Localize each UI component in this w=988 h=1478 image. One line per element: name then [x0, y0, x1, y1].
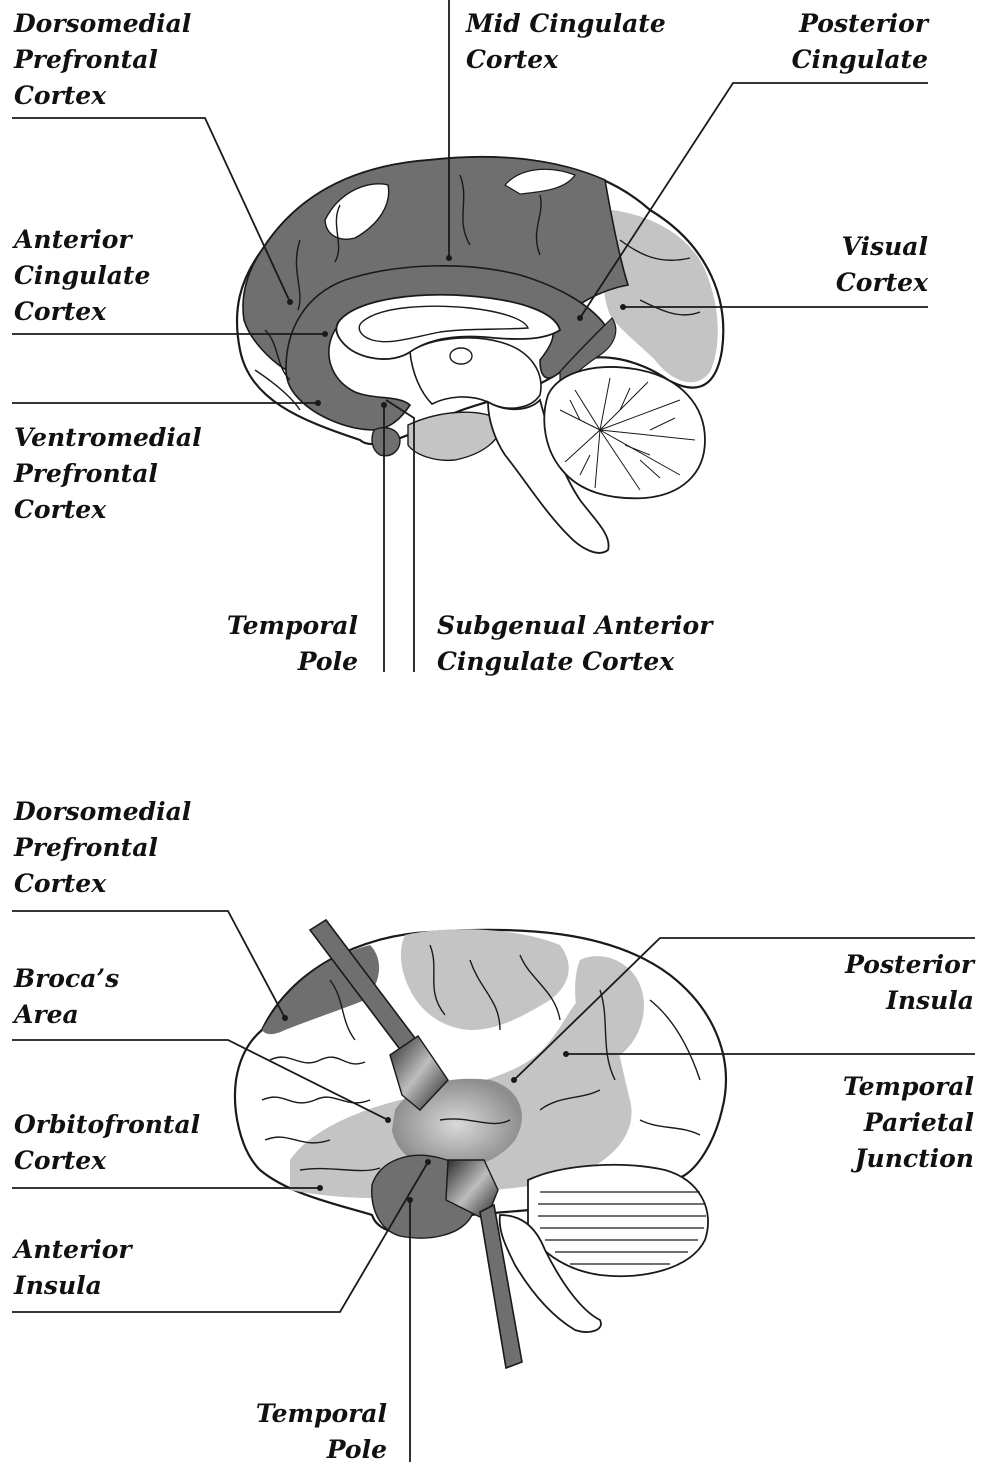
label-dorsomedial-prefrontal-cortex-bottom: Dorsomedial Prefrontal Cortex	[14, 794, 191, 902]
label-line: Prefrontal	[14, 459, 158, 488]
label-line: Prefrontal	[14, 45, 158, 74]
medial-brain-view	[235, 155, 725, 554]
lateral-posterior-light-region	[575, 956, 644, 1059]
label-anterior-cingulate-cortex: Anterior Cingulate Cortex	[14, 222, 150, 330]
lateral-brain-view	[233, 918, 727, 1370]
label-line: Area	[14, 1000, 79, 1029]
medial-light-patch-1	[324, 183, 390, 240]
label-line: Visual	[841, 232, 928, 261]
label-line: Insula	[14, 1271, 102, 1300]
label-line: Temporal	[226, 611, 358, 640]
label-line: Cortex	[14, 495, 107, 524]
medial-brainstem	[487, 398, 610, 554]
label-line: Dorsomedial	[14, 9, 192, 38]
medial-light-patch-2	[504, 168, 576, 195]
lateral-brainstem	[498, 1214, 602, 1333]
label-line: Mid Cingulate	[466, 9, 666, 38]
label-line: Broca’s	[14, 964, 120, 993]
label-posterior-insula: Posterior Insula	[845, 947, 974, 1019]
label-line: Pole	[297, 647, 358, 676]
label-line: Cortex	[14, 81, 107, 110]
label-line: Anterior	[14, 1235, 132, 1264]
label-line: Cingulate Cortex	[437, 647, 675, 676]
label-line: Cortex	[466, 45, 559, 74]
medial-visual-cortex-region	[602, 210, 718, 383]
lateral-lower-rod	[445, 1159, 523, 1370]
label-ventromedial-prefrontal-cortex: Ventromedial Prefrontal Cortex	[14, 420, 202, 528]
lateral-leader-dots	[282, 1015, 569, 1203]
label-brocas-area: Broca’s Area	[14, 961, 119, 1033]
label-line: Subgenual Anterior	[437, 611, 713, 640]
label-line: Parietal	[863, 1108, 974, 1137]
medial-temporal-pole-region	[371, 427, 401, 457]
label-line: Junction	[854, 1144, 974, 1173]
label-line: Cortex	[835, 268, 928, 297]
label-orbitofrontal-cortex: Orbitofrontal Cortex	[14, 1107, 200, 1179]
label-line: Cortex	[14, 1146, 107, 1175]
medial-leader-lines	[12, 0, 928, 672]
medial-leader-dots	[287, 255, 626, 408]
label-line: Posterior	[845, 950, 974, 979]
medial-cerebellum-arbor	[559, 377, 696, 491]
label-line: Orbitofrontal	[14, 1110, 201, 1139]
label-temporal-pole-bottom: Temporal Pole	[256, 1396, 387, 1468]
label-line: Cortex	[14, 869, 107, 898]
label-line: Dorsomedial	[14, 797, 192, 826]
label-posterior-cingulate: Posterior Cingulate	[792, 6, 928, 78]
label-dorsomedial-prefrontal-cortex-top: Dorsomedial Prefrontal Cortex	[14, 6, 191, 114]
lateral-upper-rod	[308, 918, 449, 1111]
label-temporal-pole-top: Temporal Pole	[227, 608, 358, 680]
label-line: Pole	[326, 1435, 387, 1464]
label-line: Cingulate	[14, 261, 151, 290]
medial-thalamic-nucleus	[449, 347, 473, 365]
label-temporal-parietal-junction: Temporal Parietal Junction	[843, 1069, 974, 1177]
label-line: Cortex	[14, 297, 107, 326]
label-subgenual-anterior-cingulate-cortex: Subgenual Anterior Cingulate Cortex	[437, 608, 712, 680]
label-line: Temporal	[255, 1399, 387, 1428]
label-line: Temporal	[842, 1072, 974, 1101]
label-line: Ventromedial	[14, 423, 202, 452]
medial-ventricle	[358, 305, 529, 343]
label-line: Cingulate	[791, 45, 928, 74]
lateral-cerebellum	[527, 1163, 709, 1278]
label-anterior-insula: Anterior Insula	[14, 1232, 132, 1304]
lateral-dorsal-light-region	[400, 929, 569, 1030]
label-visual-cortex: Visual Cortex	[836, 229, 928, 301]
label-line: Insula	[886, 986, 974, 1015]
label-line: Prefrontal	[14, 833, 158, 862]
medial-thalamus	[409, 337, 542, 409]
medial-temporal-region	[407, 411, 502, 462]
label-line: Anterior	[14, 225, 132, 254]
lateral-cerebellum-folia	[538, 1191, 706, 1265]
label-mid-cingulate-cortex: Mid Cingulate Cortex	[466, 6, 666, 78]
label-line: Posterior	[799, 9, 928, 38]
lateral-leader-lines	[12, 910, 975, 1462]
